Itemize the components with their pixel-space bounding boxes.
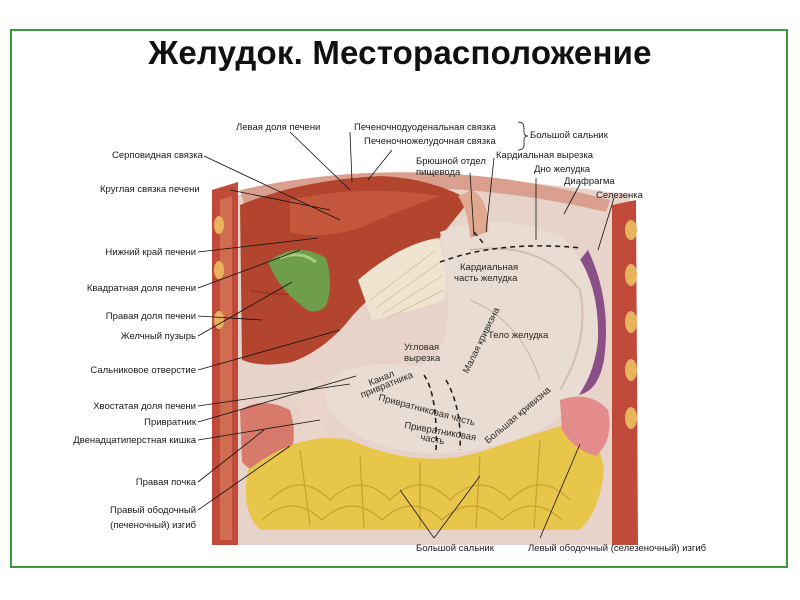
label-hepatogastric-ligament: Печеночножелудочная связка	[364, 136, 496, 147]
label-pyloric-part-small-2: часть	[419, 432, 445, 447]
label-right-colic-flexure-2: (печеночный) изгиб	[110, 520, 196, 531]
label-right-kidney: Правая почка	[136, 477, 197, 488]
label-cardiac-notch: Кардиальная вырезка	[496, 150, 594, 161]
label-epiploic-foramen: Сальниковое отверстие	[90, 365, 196, 376]
label-hepatoduodenal-ligament: Печеночнодуоденальная связка	[354, 122, 497, 133]
greater-omentum-shape	[245, 420, 604, 530]
label-stomach-body: Тело желудка	[488, 330, 549, 341]
label-diaphragm: Диафрагма	[564, 176, 615, 187]
illustration-artwork	[212, 172, 638, 545]
label-greater-omentum: Большой сальник	[416, 543, 495, 554]
label-angular-notch-2: вырезка	[404, 353, 441, 364]
label-gallbladder: Желчный пузырь	[121, 331, 196, 342]
right-abdominal-wall	[612, 200, 638, 545]
label-left-liver-lobe: Левая доля печени	[236, 122, 320, 133]
label-angular-notch-1: Угловая	[404, 342, 439, 353]
label-right-liver-lobe: Правая доля печени	[106, 311, 196, 322]
outer-labels: Левая доля печени Печеночнодуоденальная …	[73, 122, 706, 554]
left-colic-flexure-shape	[560, 396, 610, 456]
label-liver-lower-edge: Нижний край печени	[105, 247, 196, 258]
label-fundus: Дно желудка	[534, 164, 591, 175]
gallbladder-shape	[268, 249, 330, 312]
label-cardiac-part-1: Кардиальная	[460, 262, 518, 273]
label-abdominal-esophagus-1: Брюшной отдел	[416, 156, 486, 167]
esophagus-shape	[458, 190, 489, 238]
label-duodenum: Двенадцатиперстная кишка	[73, 435, 196, 446]
label-right-colic-flexure-1: Правый ободочный	[110, 505, 196, 516]
label-quadrate-lobe: Квадратная доля печени	[87, 283, 196, 294]
stomach-shape	[325, 221, 599, 454]
label-caudate-lobe: Хвостатая доля печени	[93, 401, 196, 412]
label-abdominal-esophagus-2: пищевода	[416, 167, 461, 178]
label-lesser-omentum: Большой сальник	[530, 130, 609, 141]
label-round-ligament: Круглая связка печени	[100, 184, 200, 195]
leader-lines	[197, 121, 615, 539]
label-spleen: Селезенка	[596, 190, 644, 201]
rib-cartilages	[214, 216, 637, 429]
label-falciform-ligament: Серповидная связка	[112, 150, 204, 161]
page-title: Желудок. Месторасположение	[148, 34, 652, 71]
label-cardiac-part-2: часть желудка	[454, 273, 518, 284]
label-pylorus: Привратник	[144, 417, 197, 428]
label-left-colic-flexure: Левый ободочный (селезеночный) изгиб	[528, 543, 707, 554]
